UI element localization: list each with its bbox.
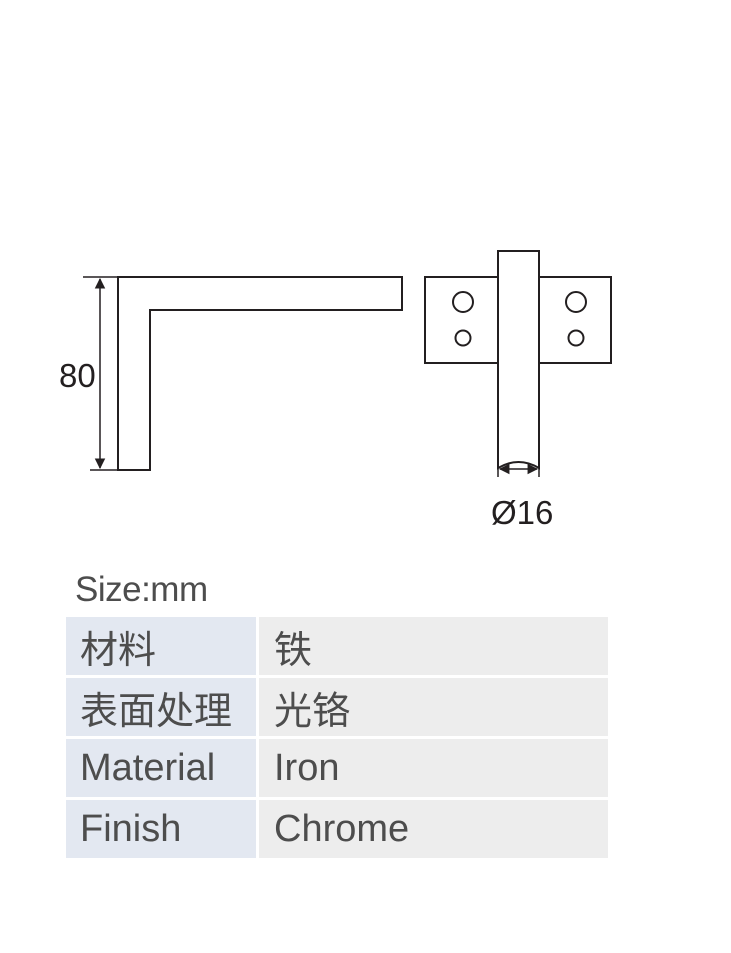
height-dimension-text: 80: [59, 357, 96, 394]
table-row: 材料 铁: [66, 617, 608, 678]
spec-value: 光铬: [259, 678, 608, 739]
spec-value: Iron: [259, 739, 608, 800]
spec-value: Chrome: [259, 800, 608, 858]
spec-key: 表面处理: [66, 678, 259, 739]
spec-key: Finish: [66, 800, 259, 858]
spec-key: Material: [66, 739, 259, 800]
specs-table: 材料 铁 表面处理 光铬 Material Iron Finish Chrome: [66, 617, 608, 858]
front-view: [424, 250, 612, 477]
spec-key: 材料: [66, 617, 259, 678]
l-profile-outline: [117, 276, 403, 471]
hole-bottom-right: [567, 329, 585, 347]
round-bar: [497, 250, 540, 470]
spec-value: 铁: [259, 617, 608, 678]
side-view: [83, 276, 403, 471]
hole-top-left: [452, 291, 474, 313]
table-row: Finish Chrome: [66, 800, 608, 858]
technical-drawing: 80 Ø16: [59, 250, 612, 531]
hole-bottom-left: [454, 329, 472, 347]
table-row: Material Iron: [66, 739, 608, 800]
diameter-dimension-text: Ø16: [491, 494, 553, 531]
table-row: 表面处理 光铬: [66, 678, 608, 739]
size-unit-label: Size:mm: [75, 570, 208, 609]
hole-top-right: [565, 291, 587, 313]
